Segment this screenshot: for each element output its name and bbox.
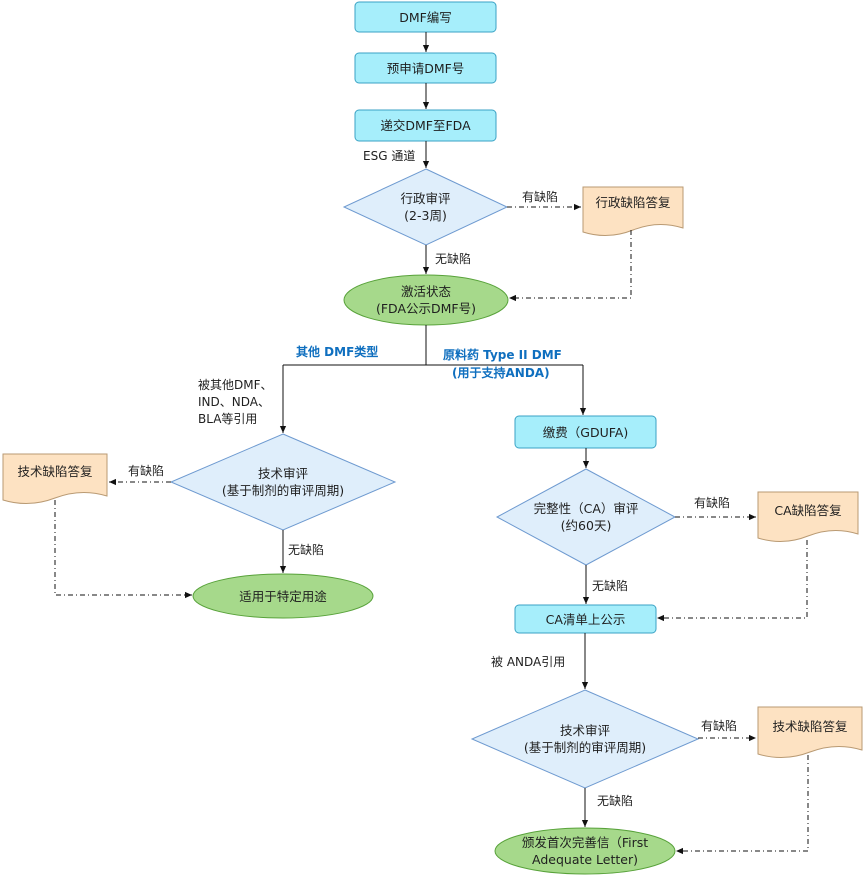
other-type-branch-label: 其他 DMF类型 (296, 345, 379, 359)
admin-reply-document[interactable]: 行政缺陷答复 (583, 187, 683, 217)
api-type-branch-label: 原料药 Type II DMF (443, 348, 562, 362)
tech-review-right-decision[interactable]: 技术审评 (基于制剂的审评周期) (472, 690, 698, 788)
admin-review-duration: (2-3周) (404, 208, 447, 223)
tech-reply-left-document[interactable]: 技术缺陷答复 (3, 454, 107, 488)
esg-channel-label: ESG 通道 (363, 149, 416, 163)
first-letter-line2: Adequate Letter) (532, 852, 638, 867)
active-state-terminal[interactable]: 激活状态 (FDA公示DMF号) (344, 275, 508, 325)
api-type-branch-sub: (用于支持ANDA) (452, 366, 550, 380)
shape-tech-reply-left (2, 453, 108, 504)
dmf-write-step[interactable]: DMF编写 (355, 2, 496, 32)
techright-no-defect-label: 无缺陷 (597, 794, 634, 808)
submit-step[interactable]: 递交DMF至FDA (355, 110, 496, 141)
tech-reply-right-label: 技术缺陷答复 (772, 718, 848, 734)
ca-no-defect-label: 无缺陷 (592, 579, 629, 593)
shape-first-letter (494, 827, 676, 875)
shape-ca-reply (757, 491, 859, 542)
ca-reply-label: CA缺陷答复 (774, 502, 842, 518)
ca-list-label: CA清单上公示 (545, 611, 626, 627)
ca-reply-document[interactable]: CA缺陷答复 (758, 492, 858, 528)
fee-step[interactable]: 缴费（GDUFA) (515, 416, 656, 448)
edge-ca-reply-back (657, 540, 808, 622)
referenced-by-label: 被其他DMF、 IND、NDA、 BLA等引用 (198, 377, 273, 428)
specific-use-terminal[interactable]: 适用于特定用途 (193, 574, 373, 618)
techright-has-defect-label: 有缺陷 (701, 719, 738, 733)
edge-techright-reply-back (676, 755, 809, 855)
admin-has-defect-label: 有缺陷 (522, 190, 559, 204)
dmf-write-label: DMF编写 (399, 9, 452, 25)
tech-reply-right-document[interactable]: 技术缺陷答复 (758, 707, 862, 745)
admin-reply-label: 行政缺陷答复 (595, 194, 671, 210)
techleft-has-defect-label: 有缺陷 (128, 464, 165, 478)
dashed-connectors (54, 203, 809, 855)
tech-review-right-title: 技术审评 (559, 723, 610, 738)
specific-use-label: 适用于特定用途 (239, 588, 327, 604)
admin-review-decision[interactable]: 行政审评 (2-3周) (344, 169, 507, 245)
solid-connectors (279, 32, 590, 827)
admin-no-defect-label: 无缺陷 (435, 252, 472, 266)
active-state-note: (FDA公示DMF号) (375, 301, 476, 316)
shape-tech-reply-right (757, 706, 863, 758)
tech-review-left-decision[interactable]: 技术审评 (基于制剂的审评周期) (171, 434, 395, 530)
ca-review-title: 完整性（CA）审评 (533, 501, 639, 516)
submit-label: 递交DMF至FDA (380, 118, 471, 133)
referenced-by-line3: BLA等引用 (198, 412, 258, 426)
admin-review-title: 行政审评 (400, 191, 451, 206)
edge-admin-reply-back (509, 230, 632, 302)
shape-specific-use (192, 573, 374, 619)
ca-review-duration: (约60天) (560, 518, 612, 533)
ca-has-defect-label: 有缺陷 (694, 496, 731, 510)
techleft-no-defect-label: 无缺陷 (288, 543, 325, 557)
pre-apply-step[interactable]: 预申请DMF号 (355, 53, 496, 83)
tech-review-right-cycle: (基于制剂的审评周期) (523, 740, 647, 755)
fee-label: 缴费（GDUFA) (542, 424, 629, 440)
ca-list-step[interactable]: CA清单上公示 (515, 605, 656, 633)
first-letter-terminal[interactable]: 颁发首次完善信（First Adequate Letter) (495, 828, 675, 874)
ca-review-decision[interactable]: 完整性（CA）审评 (约60天) (497, 469, 675, 565)
shape-admin-reply (582, 186, 684, 236)
referenced-by-line1: 被其他DMF、 (198, 378, 273, 392)
tech-review-left-title: 技术审评 (257, 466, 308, 481)
active-state-title: 激活状态 (400, 284, 451, 299)
first-letter-line1: 颁发首次完善信（First (521, 835, 649, 850)
tech-review-left-cycle: (基于制剂的审评周期) (221, 483, 345, 498)
tech-reply-left-label: 技术缺陷答复 (17, 463, 93, 479)
referenced-by-line2: IND、NDA、 (198, 395, 270, 409)
anda-referenced-label: 被 ANDA引用 (491, 655, 566, 669)
pre-apply-label: 预申请DMF号 (386, 60, 465, 76)
